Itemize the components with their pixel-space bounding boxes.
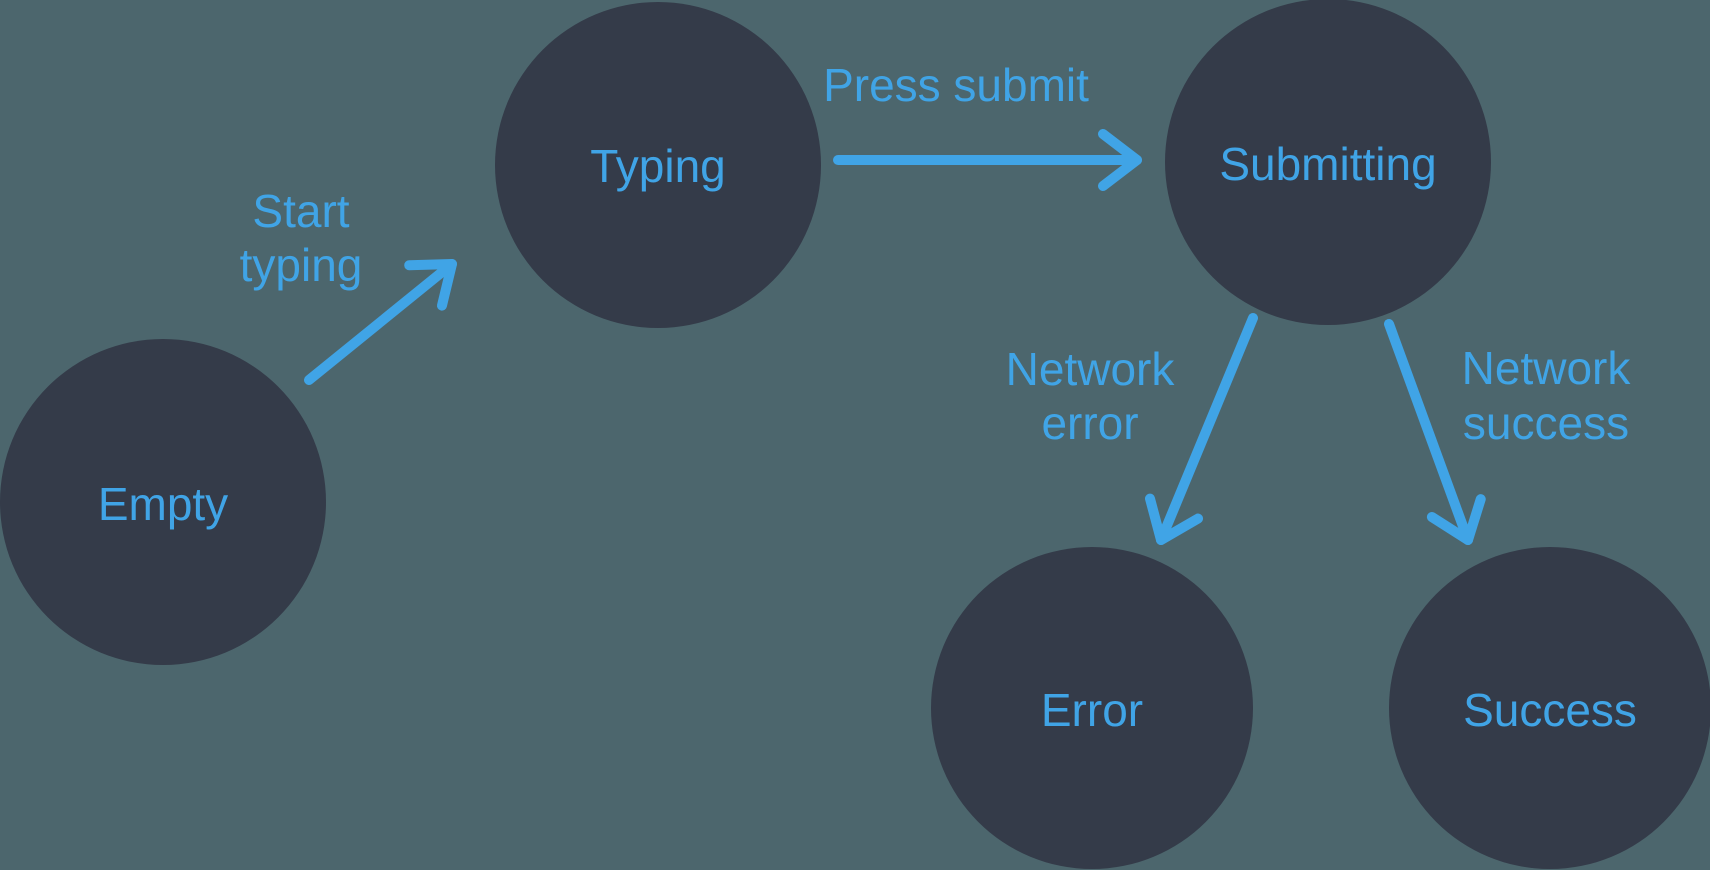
node-error: Error bbox=[931, 547, 1253, 869]
edge-label-network-success-line2: success bbox=[1463, 397, 1629, 449]
edge-start-typing-arrow bbox=[304, 259, 457, 385]
node-success-label: Success bbox=[1463, 684, 1637, 736]
node-typing-circle bbox=[495, 2, 821, 328]
node-success: Success bbox=[1389, 547, 1710, 869]
node-typing: Typing bbox=[495, 2, 821, 328]
edge-label-network-error-line2: error bbox=[1041, 397, 1138, 449]
edge-label-press-submit: Press submit bbox=[823, 59, 1089, 111]
edges-layer bbox=[304, 129, 1486, 545]
node-submitting-circle bbox=[1165, 0, 1491, 325]
edge-network-error-arrow bbox=[1144, 313, 1258, 545]
edge-label-network-success-line1: Network bbox=[1462, 342, 1632, 394]
node-empty-label: Empty bbox=[98, 478, 228, 530]
edge-label-start-typing-line1: Start bbox=[252, 185, 349, 237]
node-typing-label: Typing bbox=[590, 140, 726, 192]
edge-network-success-arrow bbox=[1384, 319, 1486, 545]
node-empty-circle bbox=[0, 339, 326, 665]
edge-labels-layer: Start typing Press submit Network error … bbox=[240, 59, 1632, 449]
node-success-circle bbox=[1389, 547, 1710, 869]
edge-label-network-error-line1: Network bbox=[1006, 343, 1176, 395]
edge-label-start-typing-line2: typing bbox=[240, 239, 363, 291]
node-submitting-label: Submitting bbox=[1219, 138, 1436, 190]
node-submitting: Submitting bbox=[1165, 0, 1491, 325]
node-error-label: Error bbox=[1041, 684, 1143, 736]
node-empty: Empty bbox=[0, 339, 326, 665]
node-error-circle bbox=[931, 547, 1253, 869]
